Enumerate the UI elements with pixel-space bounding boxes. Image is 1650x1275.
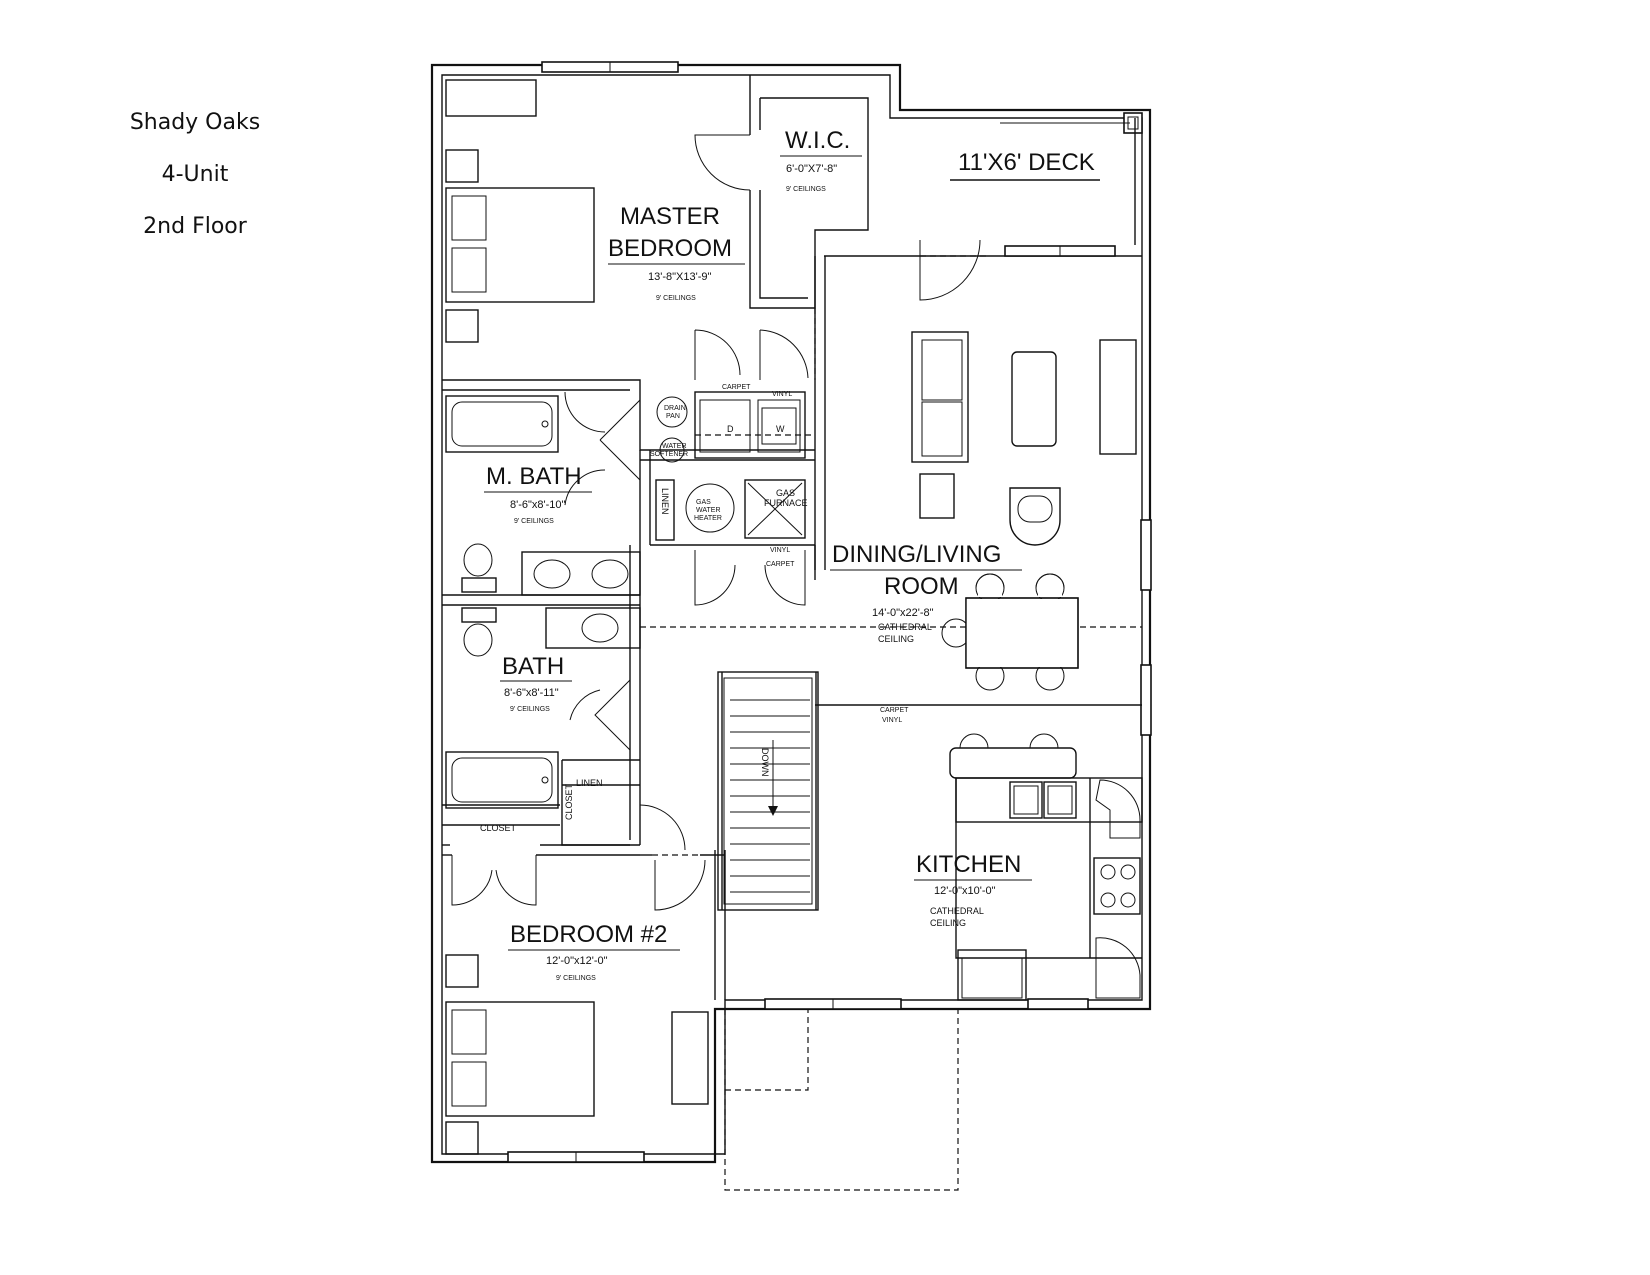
master-bath-label: M. BATH bbox=[486, 463, 582, 490]
dining-living-ceiling-line1: CATHEDRAL bbox=[878, 622, 932, 632]
dining-table bbox=[941, 573, 1079, 691]
linen-label-mbath: LINEN bbox=[660, 488, 670, 515]
bath-fixtures bbox=[445, 607, 641, 809]
dining-living-label-line2: ROOM bbox=[884, 573, 959, 600]
master-bedroom-label-line2: BEDROOM bbox=[608, 235, 732, 262]
master-bedroom-furniture bbox=[445, 79, 595, 343]
doors bbox=[451, 134, 981, 911]
gas-furnace-label-line1: GAS bbox=[776, 488, 795, 498]
carpet-label-mid: CARPET bbox=[766, 561, 795, 568]
master-bath-ceiling: 9' CEILINGS bbox=[514, 518, 554, 525]
bath-label: BATH bbox=[502, 653, 564, 680]
drain-pan-label-line1: DRAIN bbox=[664, 405, 686, 412]
gas-water-heater-label-line2: WATER bbox=[696, 507, 721, 514]
bedroom2-ceiling: 9' CEILINGS bbox=[556, 975, 596, 982]
closet-label-vertical: CLOSET bbox=[564, 783, 574, 820]
washer-label: W bbox=[776, 424, 785, 434]
dining-living-ceiling-line2: CEILING bbox=[878, 634, 914, 644]
master-bath-fixtures bbox=[445, 395, 641, 596]
community-name: Shady Oaks bbox=[129, 110, 261, 135]
floor-level: 2nd Floor bbox=[143, 214, 247, 239]
gas-water-heater-label-line1: GAS bbox=[696, 499, 711, 506]
bath-ceiling: 9' CEILINGS bbox=[510, 706, 550, 713]
kitchen-dimensions: 12'-0"x10'-0" bbox=[934, 885, 996, 897]
water-softener-label-line2: SOFTENER bbox=[650, 451, 688, 458]
carpet-label-top: CARPET bbox=[722, 384, 751, 391]
kitchen-ceiling-line1: CATHEDRAL bbox=[930, 906, 984, 916]
bath-dimensions: 8'-6"x8'-11" bbox=[504, 687, 559, 699]
floor-transitions bbox=[640, 308, 1142, 856]
stair-direction-label: DOWN bbox=[760, 748, 770, 777]
master-bath-dimensions: 8'-6"x8'-10" bbox=[510, 499, 566, 511]
master-bedroom-dimensions: 13'-8"X13'-9" bbox=[648, 271, 711, 283]
dining-living-dimensions: 14'-0"x22'-8" bbox=[872, 607, 934, 619]
wic-label: W.I.C. bbox=[785, 127, 850, 154]
living-room-furniture bbox=[911, 331, 1137, 546]
linen-label-bath: LINEN bbox=[576, 778, 603, 788]
gas-water-heater-label-line3: HEATER bbox=[694, 515, 722, 522]
closet-label: CLOSET bbox=[480, 823, 517, 833]
wic-dimensions: 6'-0"X7'-8" bbox=[786, 163, 837, 175]
drain-pan-label-line2: PAN bbox=[666, 413, 680, 420]
gas-furnace-label-line2: FURNACE bbox=[764, 498, 808, 508]
vinyl-label-top: VINYL bbox=[772, 391, 792, 398]
wic-ceiling: 9' CEILINGS bbox=[786, 186, 826, 193]
bedroom2-furniture bbox=[445, 954, 709, 1155]
vinyl-label-mid: VINYL bbox=[770, 547, 790, 554]
water-softener-label-line1: WATER bbox=[662, 443, 687, 450]
windows bbox=[507, 61, 1152, 1163]
bedroom2-label: BEDROOM #2 bbox=[510, 921, 667, 948]
dining-living-label-line1: DINING/LIVING bbox=[832, 541, 1001, 568]
entry-landing bbox=[724, 1009, 959, 1191]
kitchen-ceiling-line2: CEILING bbox=[930, 918, 966, 928]
master-bedroom-label-line1: MASTER bbox=[620, 203, 720, 230]
kitchen-label: KITCHEN bbox=[916, 851, 1021, 878]
dryer-label: D bbox=[727, 424, 734, 434]
bedroom2-dimensions: 12'-0"x12'-0" bbox=[546, 955, 608, 967]
master-bedroom-ceiling: 9' CEILINGS bbox=[656, 295, 696, 302]
deck bbox=[920, 118, 1136, 257]
vinyl-label-living: VINYL bbox=[882, 717, 902, 724]
laundry-area bbox=[655, 391, 806, 541]
staircase bbox=[717, 671, 819, 911]
building-type: 4-Unit bbox=[161, 162, 229, 187]
deck-label: 11'X6' DECK bbox=[958, 149, 1095, 176]
kitchen-fixtures bbox=[949, 733, 1143, 1001]
carpet-label-living: CARPET bbox=[880, 707, 909, 714]
